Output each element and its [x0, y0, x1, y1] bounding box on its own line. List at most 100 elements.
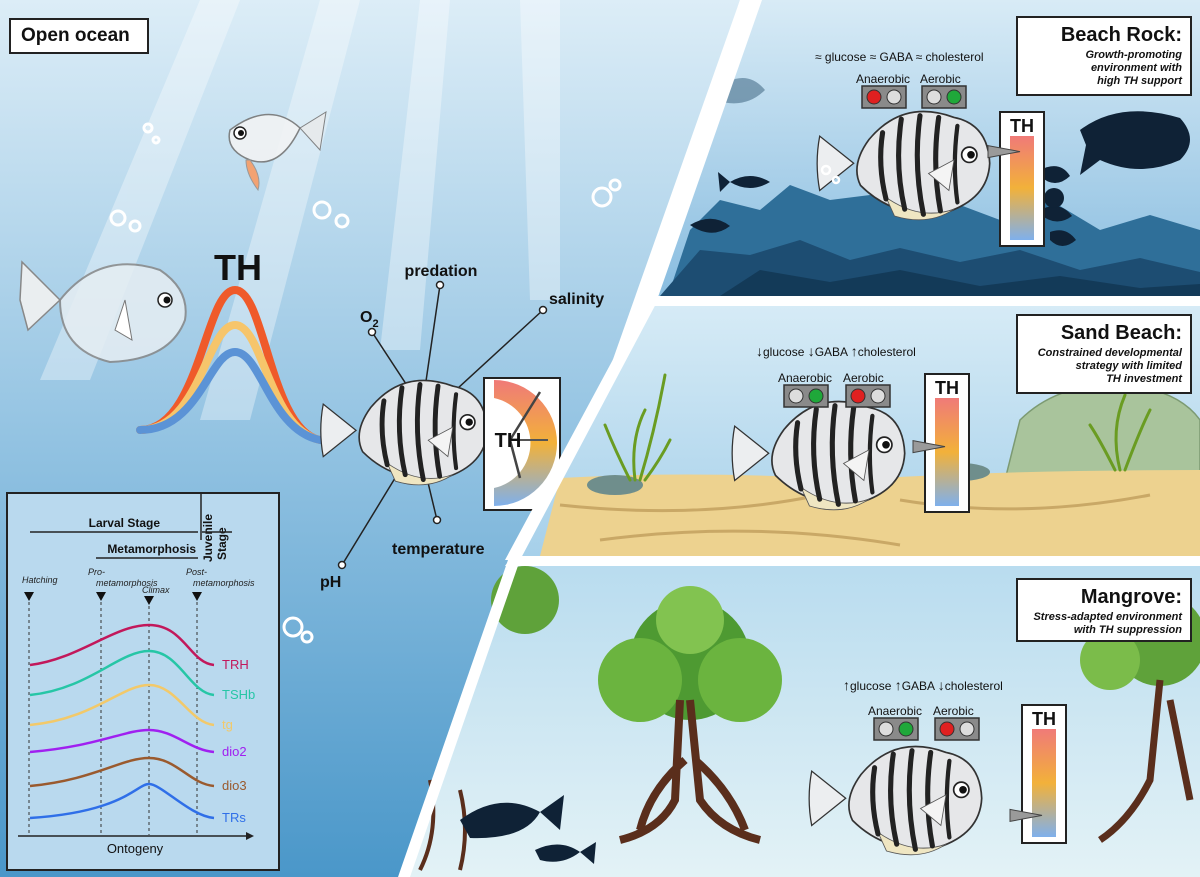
factor-predation: predation [405, 263, 478, 280]
stage-juvenile-label-1: Juvenile [201, 514, 215, 562]
stage-metamorphosis-label: Metamorphosis [107, 542, 196, 556]
curve-trh [29, 623, 215, 667]
mangrove-gaba: GABA [901, 679, 935, 693]
pre-juvenile-fish-illustration [19, 260, 187, 364]
timepoint-markers [24, 592, 202, 605]
th-gauge-label: TH [495, 430, 522, 452]
sand-beach-desc-2: strategy with limited [1075, 360, 1182, 372]
factor-salinity: salinity [549, 291, 604, 308]
open-ocean-title: Open ocean [21, 25, 130, 46]
bubbles [109, 122, 622, 644]
sand-glucose-arrow: ↓ [756, 343, 763, 359]
light-anaerobic-2 [873, 717, 919, 741]
sand-beach-anaerobic-label: Anaerobic [778, 371, 833, 385]
sand-beach-desc-1: Constrained developmental [1037, 347, 1182, 359]
beach-rock-glucose: ≈ glucose [815, 50, 867, 64]
mangrove-metabolites: ↑glucose ↑GABA ↓cholesterol [843, 677, 1003, 693]
beach-rock-title: Beach Rock: [1060, 24, 1182, 46]
curve-dio3 [29, 756, 215, 788]
expression-curves [29, 623, 215, 820]
beach-rock-cholesterol: ≈ cholesterol [915, 50, 984, 64]
timepoint-climax: Climax [142, 585, 170, 595]
sand-beach-title: Sand Beach: [1060, 322, 1182, 344]
light-anaerobic-0 [861, 85, 907, 109]
mangrove-desc-1: Stress-adapted environment [1033, 611, 1182, 623]
series-label-dio2: dio2 [222, 744, 247, 759]
silhouette-fish-large [1080, 111, 1190, 175]
th-peak-curves [136, 285, 324, 444]
habitat-th-bars: TH TH TH [912, 111, 1067, 844]
sand-beach-seabed [540, 383, 1200, 556]
light-anaerobic-1 [783, 384, 829, 408]
sand-seagrass [603, 373, 1152, 482]
mangrove-silhouette-fish [460, 795, 596, 864]
series-label-tshb: TSHb [222, 687, 255, 702]
mangrove-desc-2: with TH suppression [1073, 624, 1182, 636]
beach-rock-desc-3: high TH support [1097, 75, 1182, 87]
beach-rock-desc-2: environment with [1090, 62, 1182, 74]
beach-rock-aerobic-label: Aerobic [920, 72, 961, 86]
mangrove-title: Mangrove: [1080, 586, 1182, 608]
beach-rock-desc-1: Growth-promoting [1085, 49, 1182, 61]
beach-rock-label-box: Beach Rock: Growth-promoting environment… [1016, 16, 1192, 96]
curve-dio2 [29, 728, 215, 754]
th-bar-0: TH [987, 111, 1045, 247]
beach-rock-gaba: ≈ GABA [869, 50, 913, 64]
light-aerobic-2 [934, 717, 980, 741]
th-level-pointer-2 [1009, 808, 1043, 823]
series-label-dio3: dio3 [222, 778, 247, 793]
sand-beach-desc-3: TH investment [1106, 373, 1182, 385]
sand-gaba-arrow: ↓ [807, 343, 815, 359]
beach-rock-bubbles [820, 164, 841, 185]
open-ocean-label-box: Open ocean [9, 18, 149, 54]
light-aerobic-0 [921, 85, 967, 109]
beach-rock-anaerobic-label: Anaerobic [856, 72, 911, 86]
mangrove-glucose-arrow: ↑ [843, 677, 850, 693]
curve-trs [29, 782, 215, 820]
mangrove-aerobic-label: Aerobic [933, 704, 974, 718]
sand-gaba: GABA [814, 345, 848, 359]
th-bar-1: TH [912, 373, 970, 513]
th-bar-label-2: TH [1032, 709, 1056, 729]
sand-beach-label-box: Sand Beach: Constrained developmental st… [1016, 314, 1192, 394]
mangrove-label-box: Mangrove: Stress-adapted environment wit… [1016, 578, 1192, 642]
factor-temperature: temperature [392, 541, 485, 558]
sand-cholesterol-arrow: ↑ [850, 343, 858, 359]
th-level-pointer-1 [912, 439, 946, 454]
factor-o2: O2 [360, 309, 379, 330]
series-label-tg: tg [222, 717, 233, 732]
beach-rock-metabolites: ≈ glucose ≈ GABA ≈ cholesterol [815, 50, 984, 64]
mangrove-gaba-arrow: ↑ [894, 677, 902, 693]
x-axis-label: Ontogeny [107, 841, 164, 856]
light-aerobic-1 [845, 384, 891, 408]
th-level-pointer-0 [987, 144, 1021, 159]
factor-nodes [337, 280, 548, 570]
series-label-trs: TRs [222, 810, 246, 825]
timepoint-post-2: metamorphosis [193, 578, 255, 588]
th-peak-label: TH [214, 247, 262, 288]
curve-tg [29, 683, 215, 727]
mangrove-anaerobic-label: Anaerobic [868, 704, 923, 718]
metabolism-lights [783, 85, 980, 741]
th-bar-label-0: TH [1010, 116, 1034, 136]
th-bar-2: TH [1009, 704, 1067, 844]
panel-separators [398, 0, 1200, 877]
larval-fish-illustration [228, 111, 327, 192]
curve-tshb [29, 649, 215, 697]
timepoint-post-1: Post- [186, 567, 207, 577]
sand-cholesterol: cholesterol [857, 345, 916, 359]
sand-glucose: glucose [763, 345, 805, 359]
timepoint-pro-1: Pro- [88, 567, 105, 577]
stage-larval-label: Larval Stage [89, 516, 161, 530]
th-bar-label-1: TH [935, 378, 959, 398]
mangrove-background [400, 566, 1200, 877]
timepoint-hatching: Hatching [22, 575, 58, 585]
mangrove-cholesterol: cholesterol [944, 679, 1003, 693]
sand-beach-aerobic-label: Aerobic [843, 371, 884, 385]
stage-juvenile-label-2: Stage [215, 527, 229, 560]
sand-beach-metabolites: ↓glucose ↓GABA ↑cholesterol [756, 343, 916, 359]
development-chart: Larval Stage Metamorphosis Juvenile Stag… [6, 492, 280, 871]
timepoint-pro-2: metamorphosis [96, 578, 158, 588]
